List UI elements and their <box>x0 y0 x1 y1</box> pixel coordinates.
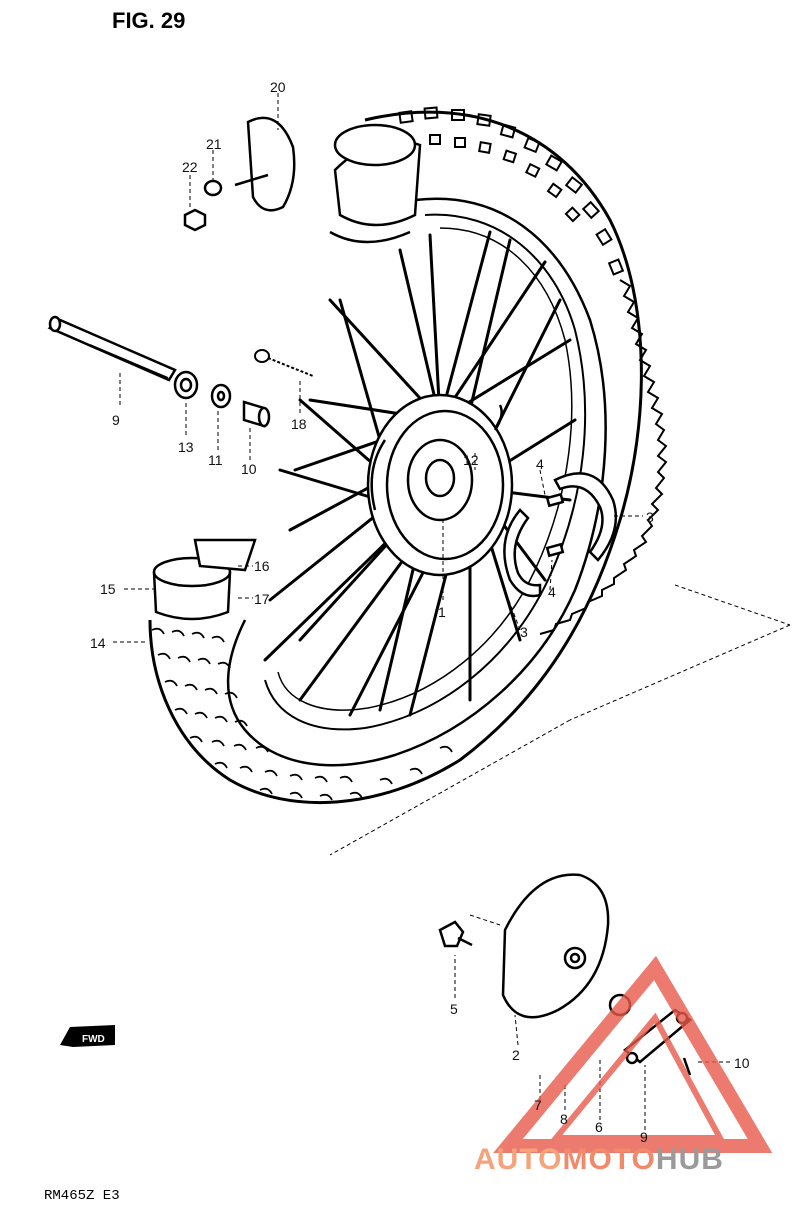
figure-title: FIG. 29 <box>112 8 186 33</box>
callout-12: 10 <box>241 461 257 477</box>
callout-2: 2 <box>512 1047 520 1063</box>
callout-8: 8 <box>560 1111 568 1127</box>
callout-9: 9 <box>640 1129 648 1145</box>
fwd-label: FWD <box>82 1034 105 1045</box>
callout-3-right: 3 <box>646 509 654 525</box>
watermark-part-auto: AUTO <box>474 1143 563 1176</box>
callout-14: 12 <box>463 452 479 468</box>
axle <box>47 315 177 382</box>
tyre <box>148 106 668 805</box>
callout-18: 16 <box>254 558 270 574</box>
callout-19: 17 <box>254 591 270 607</box>
model-code: RM465Z E3 <box>44 1188 120 1204</box>
callout-23: 22 <box>182 159 198 175</box>
tube-cut <box>152 538 257 621</box>
watermark-part-moto: MOTO <box>562 1143 656 1176</box>
tube-upper <box>183 116 422 244</box>
callout-4-lower: 4 <box>548 584 556 600</box>
callout-3-lower: 3 <box>520 624 528 640</box>
callout-7: 7 <box>534 1097 542 1113</box>
axle-spacers <box>173 370 271 428</box>
watermark-text: AUTOMOTOHUB <box>474 1143 724 1177</box>
callout-5: 5 <box>450 1001 458 1017</box>
callout-10: 10 <box>734 1055 750 1071</box>
brake-shoes <box>503 472 618 598</box>
callout-20: 18 <box>291 416 307 432</box>
forward-arrow-icon: FWD <box>60 1025 115 1047</box>
leader-lines <box>113 93 791 1130</box>
hub <box>366 393 514 577</box>
callout-16: 14 <box>90 635 106 651</box>
callout-4-upper: 4 <box>536 456 544 472</box>
callout-13: 11 <box>208 452 223 468</box>
callout-15: 13 <box>178 439 194 455</box>
callout-22: 21 <box>206 136 222 152</box>
spoke-nipple <box>254 349 314 377</box>
brake-panel <box>438 873 693 1076</box>
callout-1: 1 <box>438 604 446 620</box>
callout-6: 6 <box>595 1119 603 1135</box>
callout-21: 20 <box>270 79 286 95</box>
callout-11: 9 <box>112 412 120 428</box>
watermark-part-hub: HUB <box>655 1143 724 1176</box>
callout-17: 15 <box>100 581 116 597</box>
watermark-logo <box>493 955 773 1153</box>
